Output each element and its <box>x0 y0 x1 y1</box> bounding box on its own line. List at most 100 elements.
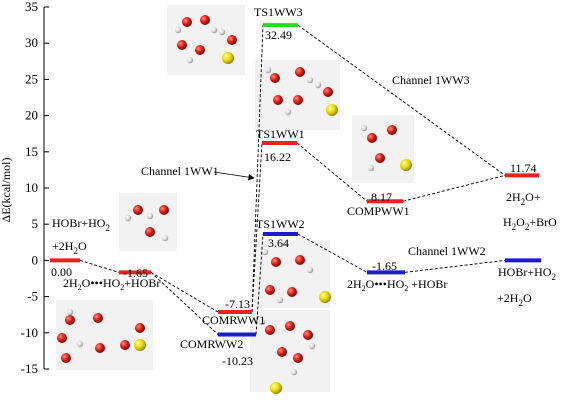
atom-br <box>326 104 338 116</box>
y-axis-label: ΔE(kcal/mol) <box>0 157 13 222</box>
channel-1ww1-label: Channel 1WW1 <box>141 164 219 178</box>
molecule-panel <box>352 115 414 183</box>
atom-o <box>120 340 130 350</box>
atom-h <box>306 266 314 274</box>
molecule-background <box>119 193 177 251</box>
y-axis: 35 30 25 20 15 10 5 0 -5 -10 -15 <box>21 0 49 376</box>
value-compww1: 8.17 <box>371 190 392 204</box>
atom-h <box>314 81 322 89</box>
atom-o <box>285 321 295 331</box>
atom-o <box>145 227 155 237</box>
atom-o <box>265 285 275 295</box>
atom-o <box>367 133 377 143</box>
atom-o <box>295 67 305 77</box>
atom-o <box>57 333 67 343</box>
y-tick-label: -15 <box>21 361 38 376</box>
atom-o <box>277 347 287 357</box>
connector-pre_complex-comrww1 <box>150 271 219 313</box>
atom-h <box>261 248 269 256</box>
molecule-background <box>352 115 414 183</box>
atom-o <box>293 95 303 105</box>
atom-o <box>61 353 71 363</box>
molecule-panel <box>119 193 177 251</box>
atom-o <box>270 73 280 83</box>
atom-o <box>95 343 105 353</box>
atom-h <box>124 214 132 222</box>
molecule-panel <box>167 5 245 75</box>
channel-1ww1-arrow <box>213 171 255 181</box>
ts1ww2-label: TS1WW2 <box>256 217 305 231</box>
pre-complex-label: 2H2O•••HO2+HOBr <box>63 276 160 292</box>
value-ts1ww3: 32.49 <box>265 28 292 42</box>
atom-o <box>273 95 283 105</box>
atom-o <box>323 87 333 97</box>
pathway-connectors <box>79 24 506 335</box>
y-tick-label: 35 <box>25 0 38 14</box>
atom-br <box>270 382 282 394</box>
value-post_complex: -1.65 <box>372 259 397 273</box>
energy-values: 0.00-1.65-7.13-10.2332.4916.223.648.17-1… <box>51 28 537 368</box>
connector-reactants-pre_complex <box>79 259 120 273</box>
atom-h <box>186 56 194 64</box>
y-tick-label: -10 <box>21 325 38 340</box>
y-tick-label: 10 <box>25 180 38 195</box>
channel-1ww2-label: Channel 1WW2 <box>408 244 486 258</box>
value-ts1ww1: 16.22 <box>264 150 291 164</box>
comrww2-label: COMRWW2 <box>180 337 243 351</box>
atom-h <box>290 368 298 376</box>
atom-h <box>218 28 226 36</box>
atom-h <box>360 124 368 132</box>
molecule-panel <box>56 300 153 370</box>
atom-o <box>227 35 237 45</box>
atom-o <box>265 325 275 335</box>
y-tick-label: 25 <box>25 71 38 86</box>
atom-h <box>146 212 154 220</box>
atom-o <box>200 15 210 25</box>
atom-br <box>222 52 234 64</box>
atom-h <box>306 76 314 84</box>
compww1-label: COMPWW1 <box>347 204 410 218</box>
reactant-label-bottom: +2H2O <box>52 239 87 256</box>
atom-o <box>375 153 385 163</box>
atom-h <box>367 164 375 172</box>
product-hobr-label-2: +2H2O <box>497 291 532 308</box>
atom-h <box>161 234 169 242</box>
y-tick-label: 15 <box>25 144 38 159</box>
value-comrww1: -7.13 <box>225 297 250 311</box>
atom-o <box>195 45 205 55</box>
atom-o <box>182 17 192 27</box>
atom-o <box>295 255 305 265</box>
connector-comrww2-ts1ww2 <box>255 234 264 335</box>
product-hobr-label-1: HOBr+HO2 <box>498 265 556 282</box>
comrww1-label: COMRWW1 <box>202 313 265 327</box>
atom-br <box>319 291 331 303</box>
molecule-structures <box>56 5 414 394</box>
value-reactants: 0.00 <box>51 265 72 279</box>
atom-o <box>271 257 281 267</box>
atom-h <box>264 66 272 74</box>
molecule-panel <box>255 240 331 308</box>
atom-o <box>293 353 303 363</box>
connector-comrww1-ts1ww3 <box>251 25 264 313</box>
y-tick-label: 20 <box>25 108 38 123</box>
connector-post_complex-prod_hobr <box>404 259 506 273</box>
product-bro-label-2: H2O2+BrO <box>503 215 557 232</box>
connector-comrww1-ts1ww1 <box>251 142 263 313</box>
atom-o <box>135 323 145 333</box>
atom-o <box>133 205 143 215</box>
y-tick-label: -5 <box>27 289 38 304</box>
channel-1ww3-label: Channel 1WW3 <box>392 73 470 87</box>
y-tick-label: 30 <box>25 35 38 50</box>
y-tick-label: 0 <box>32 252 39 267</box>
atom-o <box>303 330 313 340</box>
connector-ts1ww3-prod_bro <box>297 24 506 176</box>
reactant-label-top: HOBr+HO2 <box>52 216 110 233</box>
atom-h <box>284 108 292 116</box>
connector-ts1ww2-post_complex <box>297 233 368 273</box>
connector-ts1ww1-compww1 <box>296 142 368 202</box>
atom-h <box>174 26 182 34</box>
atom-h <box>308 342 316 350</box>
y-tick-label: 5 <box>32 216 39 231</box>
ts1ww3-label: TS1WW3 <box>254 5 303 19</box>
atom-h <box>210 26 218 34</box>
